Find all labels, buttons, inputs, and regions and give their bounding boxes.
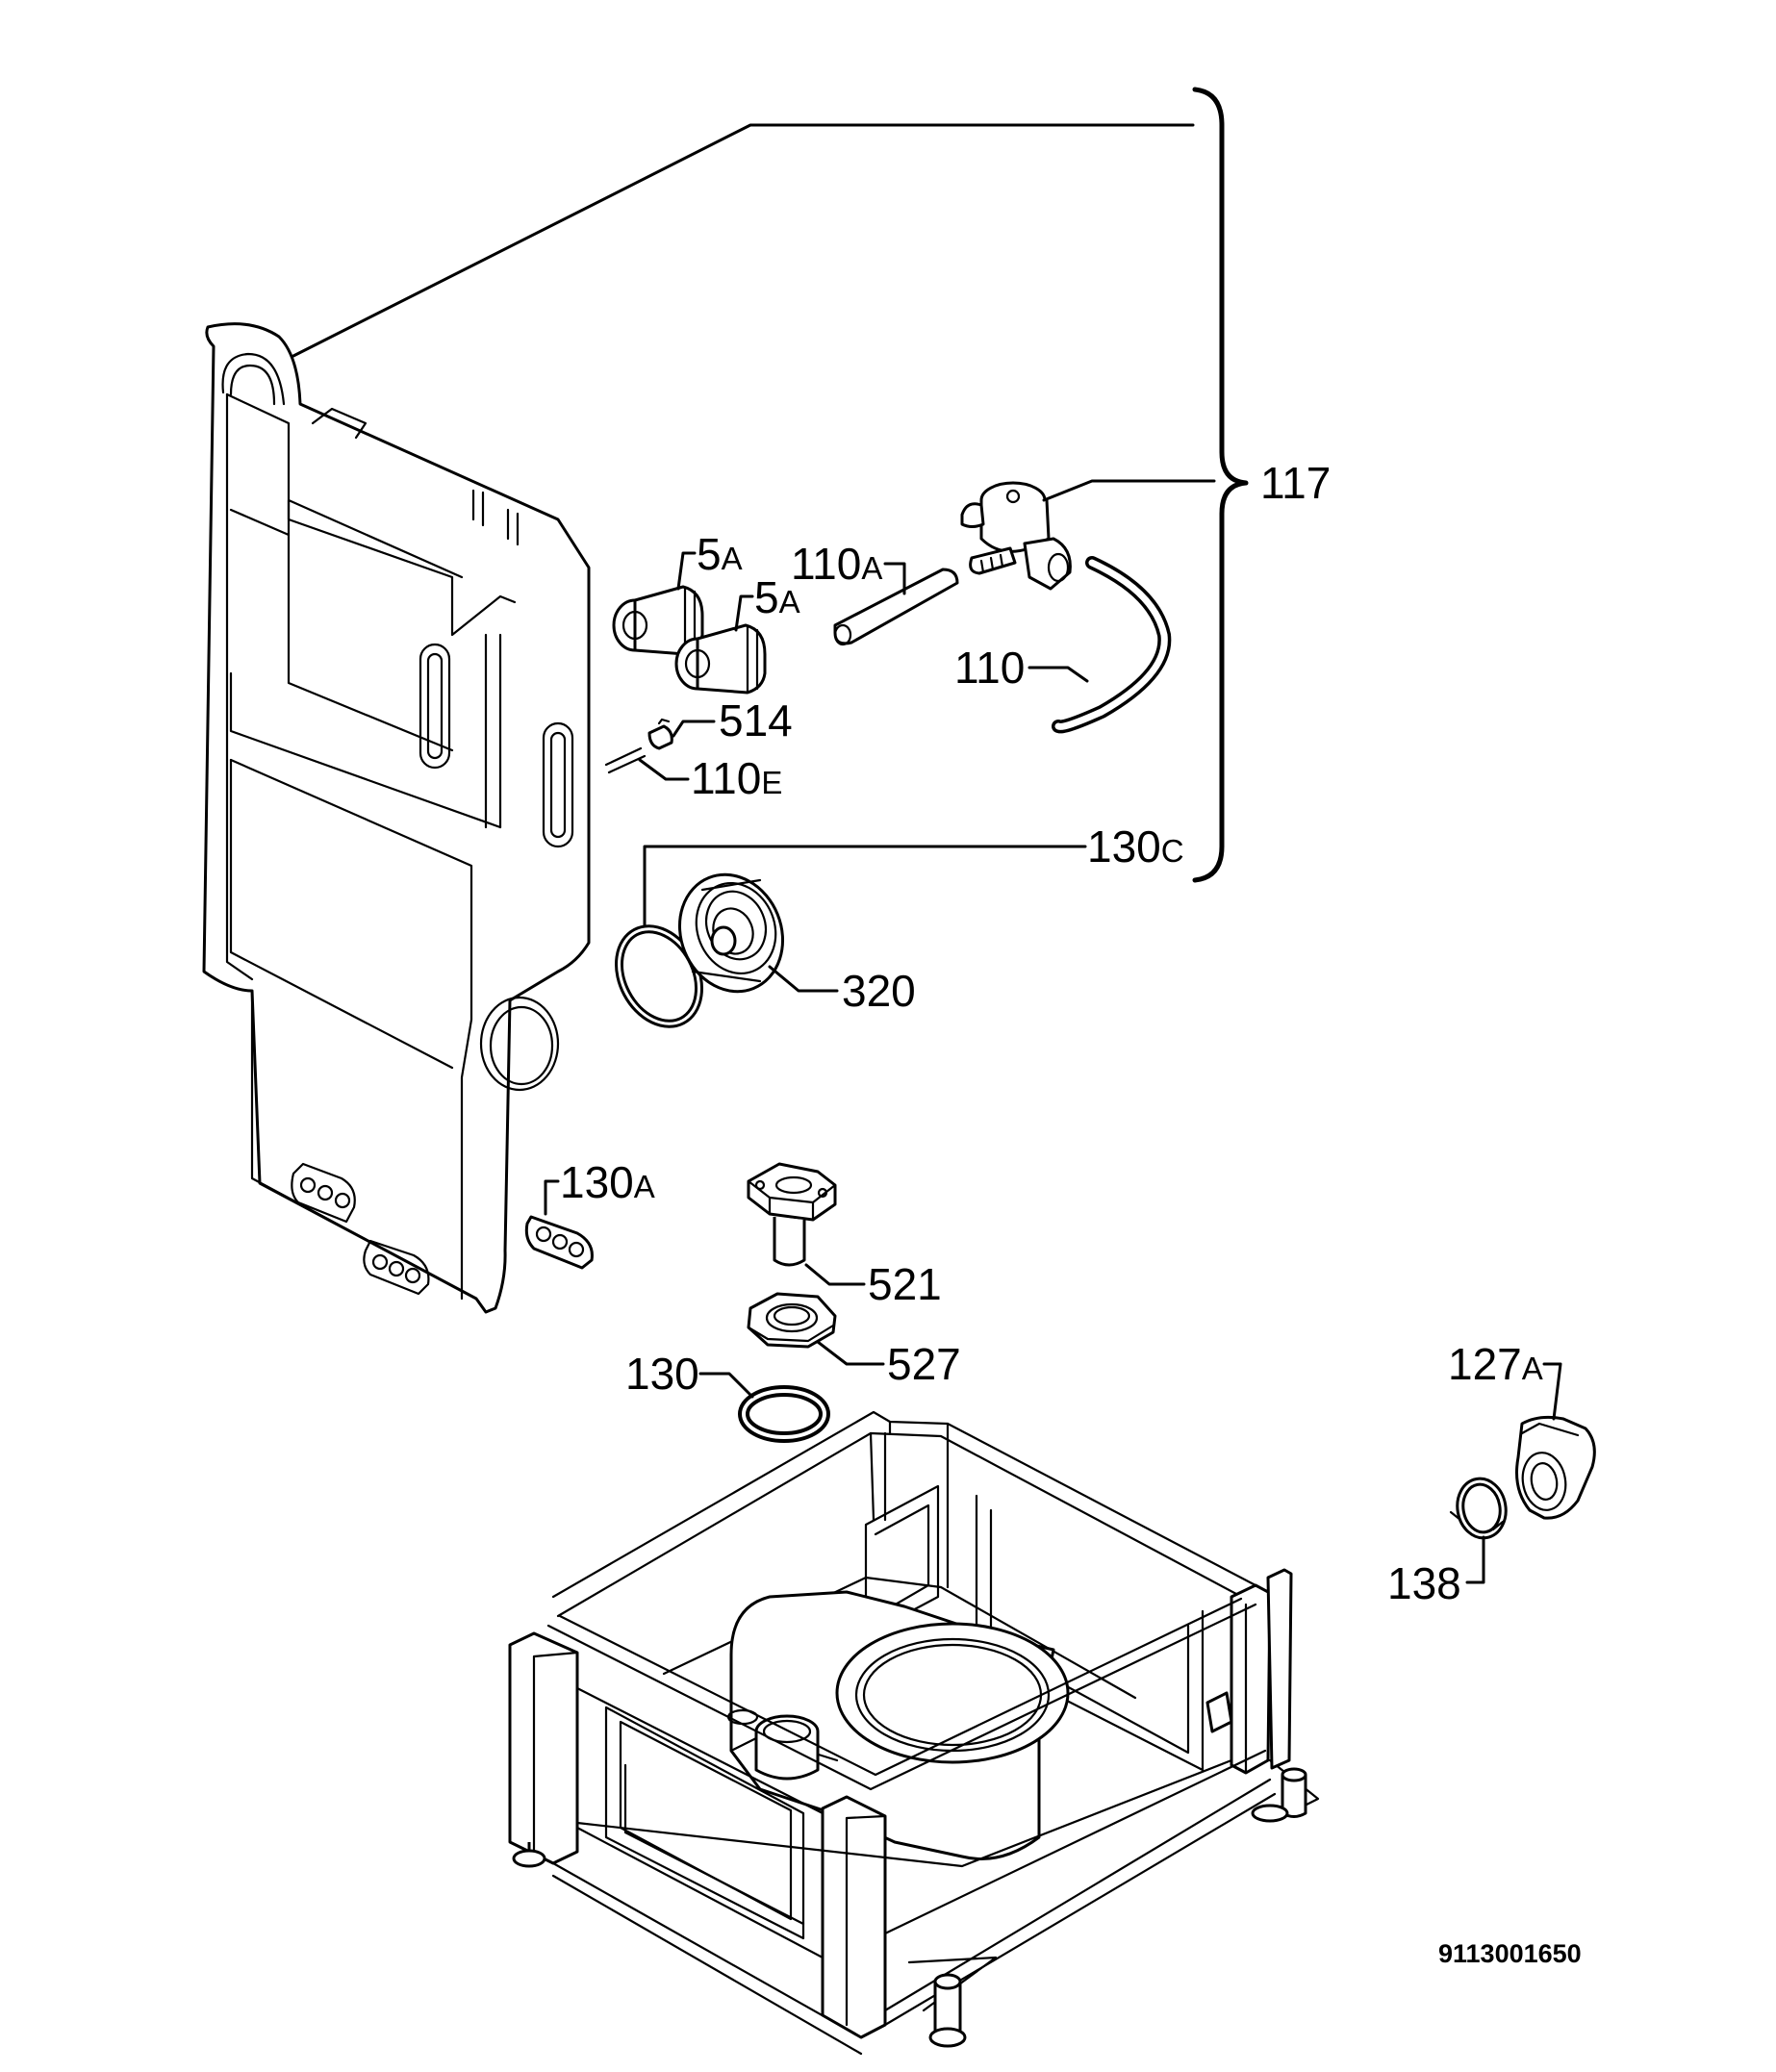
panel-hole-plate-1 [291, 1162, 356, 1224]
label-110a: 110A [791, 539, 882, 589]
gasket-130a [524, 1215, 594, 1270]
leader-5a-2 [734, 594, 754, 632]
leader-110a [883, 562, 906, 595]
label-521: 521 [868, 1259, 942, 1309]
leader-527 [816, 1340, 885, 1366]
foot-back-right [1251, 1804, 1289, 1823]
foot-front [928, 1973, 967, 2048]
label-130: 130 [625, 1349, 699, 1399]
pump-cover-320 [677, 872, 785, 994]
pin-110e [604, 746, 647, 774]
leader-127a [1542, 1362, 1562, 1421]
screw-521 [747, 1162, 837, 1267]
leader-320 [768, 965, 839, 993]
drawing-code: 9113001650 [1438, 1939, 1582, 1968]
label-130a: 130A [560, 1157, 655, 1207]
leader-5a-1 [676, 551, 697, 591]
label-127a: 127A [1448, 1339, 1543, 1389]
leader-110e [638, 758, 690, 781]
part-127a [1515, 1415, 1596, 1520]
leader-521 [804, 1263, 866, 1286]
clamp-138 [1449, 1477, 1508, 1540]
label-117: 117 [1260, 458, 1331, 508]
valve-5a-1 [612, 585, 704, 656]
tube-110a [833, 568, 959, 646]
nut-527 [747, 1292, 837, 1349]
label-110: 110 [954, 643, 1025, 693]
fitting-514 [647, 718, 673, 750]
label-5a-2: 5A [754, 572, 800, 622]
bracket-117 [292, 87, 1249, 883]
leader-130a [544, 1179, 560, 1216]
valve-5a-2 [674, 623, 767, 695]
label-130c: 130C [1087, 821, 1184, 872]
leader-514 [672, 720, 716, 738]
leader-130c [643, 845, 1087, 927]
label-5a-1: 5A [697, 529, 743, 579]
leader-110 [1028, 666, 1089, 683]
leader-117 [1042, 479, 1216, 502]
label-514: 514 [719, 695, 793, 745]
label-138: 138 [1387, 1558, 1461, 1608]
leader-130 [698, 1372, 754, 1399]
ring-130 [738, 1385, 830, 1443]
label-320: 320 [842, 966, 916, 1016]
distributor-valve-117 [960, 481, 1072, 591]
panel-hole-plate-2 [363, 1239, 430, 1296]
hose-110-inner [1054, 559, 1168, 730]
base-frame [508, 1410, 1320, 2056]
leader-138 [1465, 1535, 1485, 1584]
foot-left [512, 1842, 546, 1868]
label-527: 527 [887, 1339, 961, 1389]
label-110e: 110E [691, 753, 782, 803]
side-panel [202, 322, 591, 1314]
